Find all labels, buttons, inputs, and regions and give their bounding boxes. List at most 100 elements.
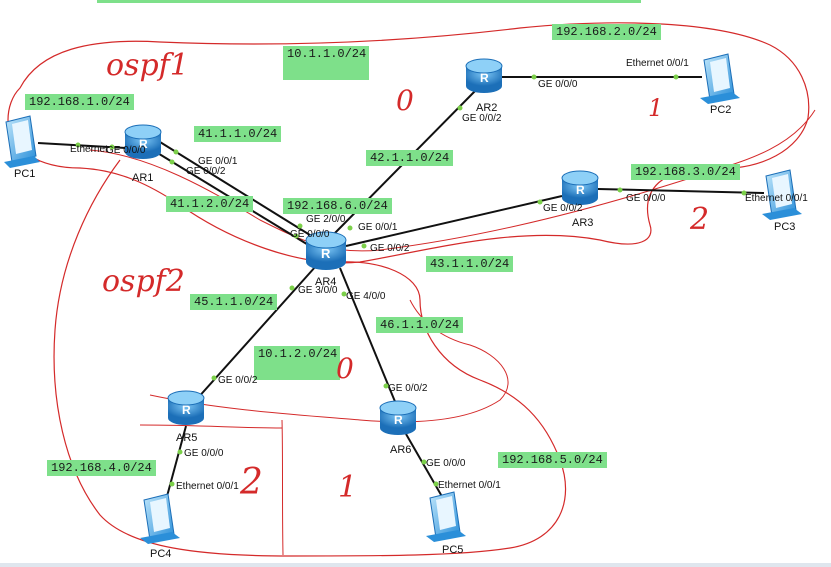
port-label: GE 2/0/0 bbox=[306, 214, 346, 225]
link-ar6-pc5 bbox=[405, 433, 445, 501]
port-label: GE 0/0/0 bbox=[426, 458, 466, 469]
link-ar5-pc4 bbox=[165, 425, 187, 501]
port-dot bbox=[75, 142, 81, 148]
device-name-ar4: AR4 bbox=[315, 276, 337, 288]
net-label-10-1-2-0: 10.1.2.0/24 bbox=[254, 346, 340, 380]
net-label-42-1-1-0: 42.1.1.0/24 bbox=[366, 150, 454, 166]
net-label-192-168-6-0: 192.168.6.0/24 bbox=[283, 198, 392, 214]
port-dot bbox=[347, 225, 353, 231]
ospf2-boundary bbox=[53, 159, 567, 557]
net-label-41-1-1-0: 41.1.1.0/24 bbox=[194, 126, 282, 142]
port-dot bbox=[673, 74, 679, 80]
svg-text:R: R bbox=[480, 71, 489, 85]
top-highlight-bar bbox=[97, 0, 641, 3]
svg-text:R: R bbox=[182, 403, 191, 417]
device-name-pc5: PC5 bbox=[442, 544, 464, 556]
port-label: GE 0/0/2 bbox=[462, 113, 502, 124]
device-name-pc1: PC1 bbox=[14, 168, 36, 180]
handwritten-area2-bottom: 2 bbox=[240, 462, 263, 503]
port-label: GE 4/0/0 bbox=[346, 291, 386, 302]
router-icon[interactable]: R bbox=[561, 170, 599, 205]
port-dot bbox=[433, 481, 439, 487]
link-ar1-ar4-a bbox=[159, 141, 319, 241]
ospf2-divider bbox=[281, 419, 284, 556]
net-label-192-168-2-0: 192.168.2.0/24 bbox=[552, 24, 661, 40]
device-name-ar1: AR1 bbox=[132, 172, 154, 184]
port-label: GE 0/0/2 bbox=[388, 383, 428, 394]
device-name-pc2: PC2 bbox=[710, 104, 732, 116]
router-icon[interactable]: R bbox=[465, 58, 503, 93]
net-label-192-168-4-0: 192.168.4.0/24 bbox=[47, 460, 156, 476]
router-icon[interactable]: R bbox=[124, 124, 162, 159]
port-dot bbox=[173, 149, 179, 155]
port-label: GE 0/0/0 bbox=[184, 448, 224, 459]
port-label: GE 0/0/0 bbox=[290, 229, 330, 240]
port-label: GE 0/0/2 bbox=[543, 203, 583, 214]
ospf1-boundary bbox=[7, 22, 810, 264]
device-name-pc3: PC3 bbox=[774, 221, 796, 233]
link-ar3-pc3 bbox=[597, 188, 765, 194]
port-dot bbox=[457, 105, 463, 111]
port-label: Ethernet bbox=[70, 144, 108, 155]
router-icon[interactable]: R bbox=[379, 400, 417, 435]
pc-icon[interactable] bbox=[426, 491, 466, 542]
port-label: GE 0/0/1 bbox=[358, 222, 398, 233]
port-dot bbox=[109, 144, 115, 150]
handwritten-ospf1: ospf1 bbox=[106, 48, 189, 83]
net-label-45-1-1-0: 45.1.1.0/24 bbox=[190, 294, 278, 310]
handwritten-area0-top: 0 bbox=[396, 84, 414, 117]
port-dot bbox=[289, 285, 295, 291]
svg-text:R: R bbox=[576, 183, 585, 197]
port-dot bbox=[211, 375, 217, 381]
port-dot bbox=[361, 243, 367, 249]
port-label: GE 0/0/0 bbox=[538, 79, 578, 90]
net-label-192-168-1-0: 192.168.1.0/24 bbox=[25, 94, 134, 110]
port-label: Ethernet 0/0/1 bbox=[626, 58, 689, 69]
pc-icon[interactable] bbox=[762, 169, 802, 220]
link-ar4-ar6 bbox=[339, 267, 397, 405]
handwritten-area1-top: 1 bbox=[648, 94, 664, 122]
handwritten-ospf2: ospf2 bbox=[102, 264, 185, 299]
svg-text:R: R bbox=[321, 246, 331, 261]
pc-icon[interactable] bbox=[4, 115, 40, 168]
net-label-46-1-1-0: 46.1.1.0/24 bbox=[376, 317, 464, 333]
port-label: GE 0/0/1 bbox=[198, 156, 238, 167]
svg-text:R: R bbox=[394, 413, 403, 427]
port-dot bbox=[169, 481, 175, 487]
port-label: Ethernet 0/0/1 bbox=[745, 193, 808, 204]
handwritten-area1-bottom: 1 bbox=[338, 470, 358, 505]
device-name-ar5: AR5 bbox=[176, 432, 198, 444]
port-label: Ethernet 0/0/1 bbox=[176, 481, 239, 492]
net-label-192-168-3-0: 192.168.3.0/24 bbox=[631, 164, 740, 180]
net-label-10-1-1-0: 10.1.1.0/24 bbox=[283, 46, 369, 80]
port-dot bbox=[421, 459, 427, 465]
handwritten-area0-mid: 0 bbox=[336, 352, 354, 385]
router-icon[interactable]: R bbox=[305, 231, 347, 270]
device-name-ar3: AR3 bbox=[572, 217, 594, 229]
port-dot bbox=[177, 449, 183, 455]
port-dot bbox=[537, 199, 543, 205]
bottom-scroll-strip bbox=[0, 563, 831, 567]
pc-icon[interactable] bbox=[700, 53, 740, 104]
device-name-ar6: AR6 bbox=[390, 444, 412, 456]
port-label: Ethernet 0/0/1 bbox=[438, 480, 501, 491]
net-label-text: 10.1.1.0/24 bbox=[287, 47, 367, 61]
port-dot bbox=[293, 233, 299, 239]
port-label: GE 0/0/2 bbox=[186, 166, 226, 177]
port-dot bbox=[297, 223, 303, 229]
ospf2-boundary-inner bbox=[149, 299, 509, 423]
port-dot bbox=[383, 383, 389, 389]
port-label: GE 0/0/0 bbox=[106, 145, 146, 156]
port-dot bbox=[741, 190, 747, 196]
port-label: GE 0/0/0 bbox=[626, 193, 666, 204]
port-label: GE 0/0/2 bbox=[370, 243, 410, 254]
net-label-192-168-5-0: 192.168.5.0/24 bbox=[498, 452, 607, 468]
handwritten-area2-right: 2 bbox=[690, 202, 710, 237]
pc-icon[interactable] bbox=[140, 493, 180, 544]
ospf2-divider-2 bbox=[139, 424, 283, 429]
net-label-text: 10.1.2.0/24 bbox=[258, 347, 338, 361]
net-label-41-1-2-0: 41.1.2.0/24 bbox=[166, 196, 254, 212]
router-icon[interactable]: R bbox=[167, 390, 205, 425]
port-dot bbox=[169, 159, 175, 165]
